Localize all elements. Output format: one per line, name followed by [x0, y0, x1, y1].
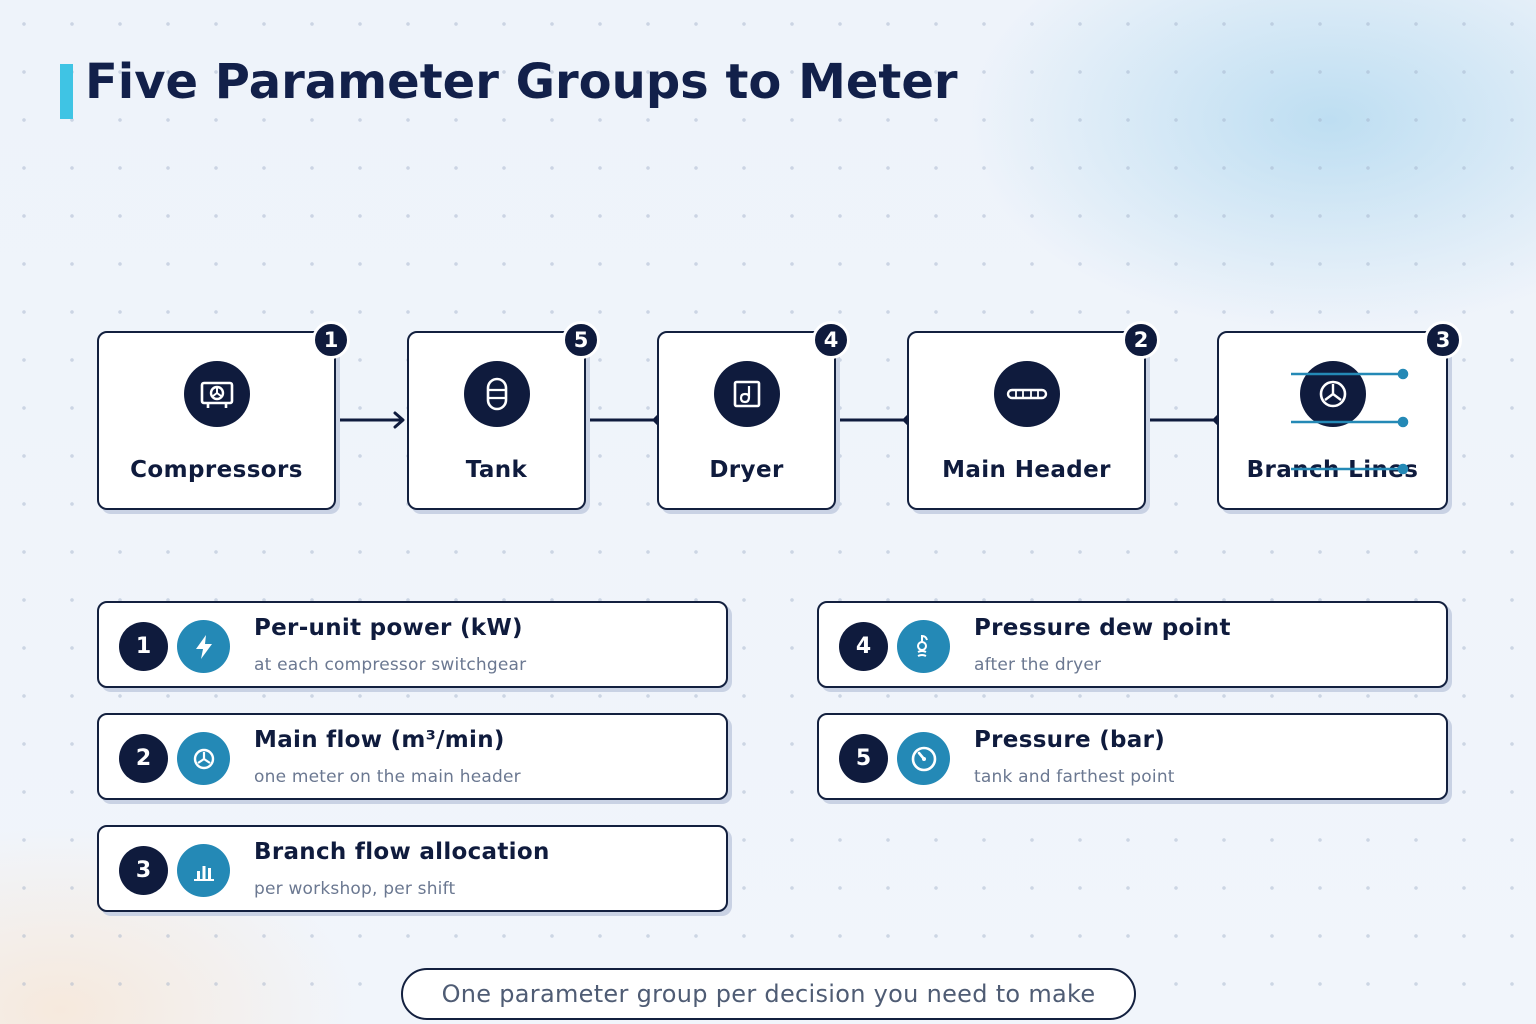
- parameter-card-5[interactable]: 5 Pressure (bar) tank and farthest point: [817, 713, 1448, 800]
- node-tank[interactable]: Tank 5: [407, 321, 600, 510]
- parameter-subtitle: after the dryer: [974, 655, 1102, 675]
- node-main-header[interactable]: Main Header 2: [907, 321, 1160, 510]
- parameter-number: 5: [839, 734, 888, 783]
- node-label-tank: Tank: [465, 457, 528, 483]
- title-accent-bar: [60, 64, 73, 119]
- parameter-title: Per-unit power (kW): [254, 615, 523, 641]
- parameter-number: 3: [119, 846, 168, 895]
- node-badge-dryer: 4: [812, 321, 850, 359]
- node-badge-compressors: 1: [312, 321, 350, 359]
- parameter-subtitle: at each compressor switchgear: [254, 655, 527, 675]
- compressor-icon: [183, 361, 250, 427]
- node-dryer[interactable]: Dryer 4: [657, 321, 850, 510]
- node-label-main-header: Main Header: [942, 457, 1111, 483]
- node-label-dryer: Dryer: [709, 457, 784, 483]
- parameter-subtitle: per workshop, per shift: [254, 879, 456, 899]
- branch-line-marks: [1291, 368, 1409, 475]
- dryer-icon: [713, 361, 780, 427]
- flow-meter-icon: [177, 732, 230, 785]
- parameter-subtitle: tank and farthest point: [974, 767, 1175, 787]
- parameter-card-1[interactable]: 1 Per-unit power (kW) at each compressor…: [97, 601, 728, 688]
- header-pipe-icon: [993, 361, 1060, 427]
- pressure-gauge-icon: [897, 732, 950, 785]
- parameter-card-4[interactable]: 4 Pressure dew point after the dryer: [817, 601, 1448, 688]
- parameter-card-3[interactable]: 3 Branch flow allocation per workshop, p…: [97, 825, 728, 912]
- parameter-number: 2: [119, 734, 168, 783]
- node-badge-main-header: 2: [1122, 321, 1160, 359]
- node-compressors[interactable]: Compressors 1: [97, 321, 350, 510]
- footer-caption: One parameter group per decision you nee…: [401, 968, 1136, 1020]
- lightning-icon: [177, 620, 230, 673]
- node-branch-lines[interactable]: Branch Lines 3: [1217, 321, 1462, 510]
- parameter-number: 4: [839, 622, 888, 671]
- bar-chart-icon: [177, 844, 230, 897]
- parameter-title: Branch flow allocation: [254, 839, 550, 865]
- tank-icon: [463, 361, 530, 427]
- node-badge-tank: 5: [562, 321, 600, 359]
- parameter-title: Pressure (bar): [974, 727, 1166, 753]
- parameter-title: Main flow (m³/min): [254, 727, 505, 753]
- page-title: Five Parameter Groups to Meter: [85, 54, 958, 110]
- dew-point-icon: [897, 620, 950, 673]
- node-badge-branch-lines: 3: [1424, 321, 1462, 359]
- parameter-title: Pressure dew point: [974, 615, 1231, 641]
- parameter-number: 1: [119, 622, 168, 671]
- parameter-card-2[interactable]: 2 Main flow (m³/min) one meter on the ma…: [97, 713, 728, 800]
- arrowhead-tank: [393, 411, 405, 429]
- branch-icon: [1299, 361, 1366, 427]
- parameter-subtitle: one meter on the main header: [254, 767, 521, 787]
- node-label-compressors: Compressors: [130, 457, 303, 483]
